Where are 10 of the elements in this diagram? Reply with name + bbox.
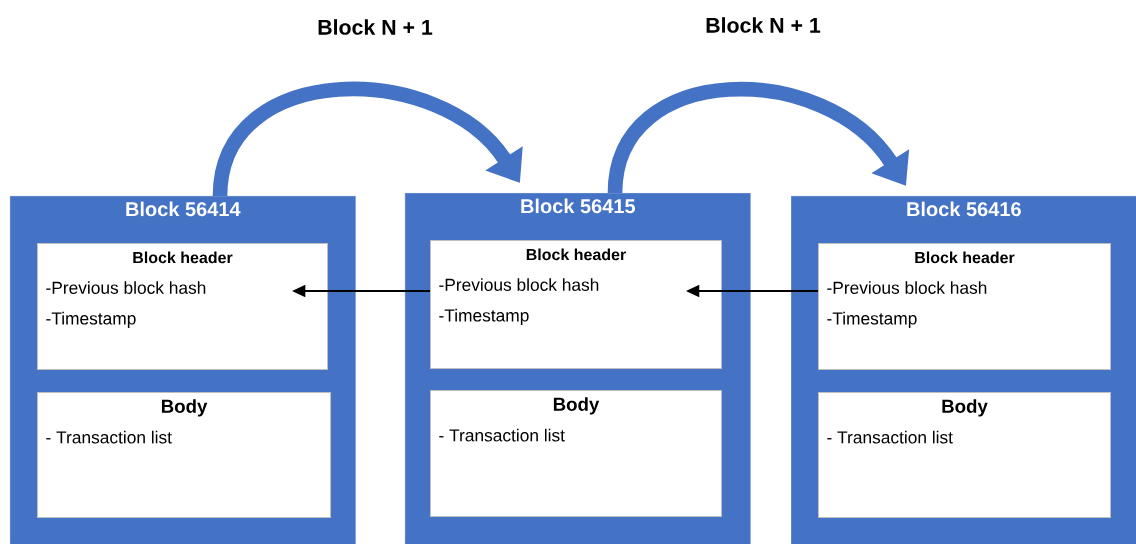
body-box: Body - Transaction list [37, 392, 332, 519]
body-box: Body - Transaction list [818, 392, 1111, 519]
header-box: Block header -Previous block hash -Timestamp [37, 243, 328, 370]
header-box: Block header -Previous block hash -Timestamp [430, 240, 722, 369]
curved-arrow [607, 82, 910, 195]
header-box: Block header -Previous block hash -Timestamp [818, 243, 1111, 370]
edge-label: Block N + 1 [703, 15, 823, 35]
edge-label: Block N + 1 [315, 17, 435, 37]
body-box: Body - Transaction list [430, 390, 722, 517]
curved-arrow [212, 82, 523, 198]
